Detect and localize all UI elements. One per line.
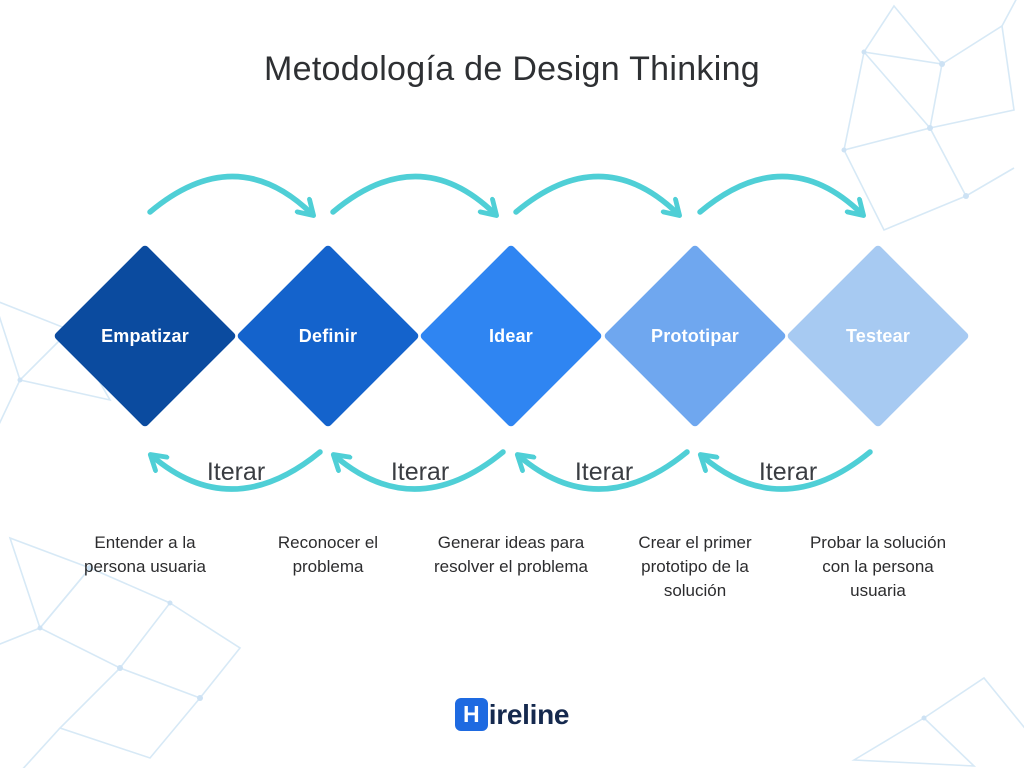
iterate-label: Iterar [206,458,266,486]
hireline-logo: H ireline [0,698,1024,731]
stage-description: Crear el primer prototipo de la solución [638,533,752,601]
logo-text: ireline [488,698,570,730]
forward-arrows [147,173,862,214]
stage-label: Empatizar [101,325,189,346]
stage-empatizar: Empatizar [53,244,237,428]
stage-label: Definir [298,325,358,346]
stage-label: Prototipar [650,325,739,346]
stage-prototipar: Prototipar [603,244,787,428]
iterate-label: Iterar [390,458,450,486]
stage-description: Generar ideas para resolver el problema [433,533,588,577]
stage-idear: Idear [419,244,603,428]
background-mesh-top-right [841,0,1017,232]
page-title: Metodología de Design Thinking [263,50,761,88]
stage-definir: Definir [236,244,420,428]
iterate-label: Iterar [574,458,634,486]
stage-description: Reconocer el problema [277,533,379,577]
iterate-label: Iterar [758,458,818,486]
stage-label: Idear [488,325,534,346]
logo-mark: H [454,698,488,731]
stage-description: Entender a la persona usuaria [84,533,206,577]
stage-testear: Testear [786,244,970,428]
stage-label: Testear [845,325,911,346]
stage-description: Probar la solución con la persona usuari… [809,533,947,601]
